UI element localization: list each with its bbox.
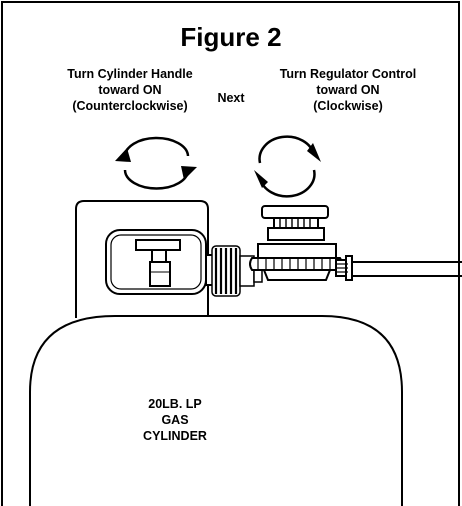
hose-fitting [335, 255, 353, 281]
cylinder-label-line1: 20LB. LP [148, 397, 202, 411]
counterclockwise-arrows-icon [123, 136, 190, 190]
cylinder-body [29, 315, 403, 506]
cylinder-label-line3: CYLINDER [143, 429, 207, 443]
valve-guard-collar [75, 200, 209, 318]
step2-label-line2: toward ON [316, 83, 380, 97]
regulator [249, 205, 343, 281]
step2-label-line3: (Clockwise) [313, 99, 383, 113]
cylinder-valve-handle [135, 239, 181, 287]
gas-hose [352, 261, 462, 277]
step1-label-line2: toward ON [98, 83, 162, 97]
cylinder-label-line2: GAS [161, 413, 189, 427]
next-connector: Next [217, 91, 245, 105]
step2-label-line1: Turn Regulator Control [279, 67, 417, 81]
step1-label-line3: (Counterclockwise) [72, 99, 188, 113]
step1-label-line1: Turn Cylinder Handle [67, 67, 193, 81]
figure-title: Figure 2 [180, 22, 282, 52]
clockwise-arrows-icon [258, 135, 316, 198]
